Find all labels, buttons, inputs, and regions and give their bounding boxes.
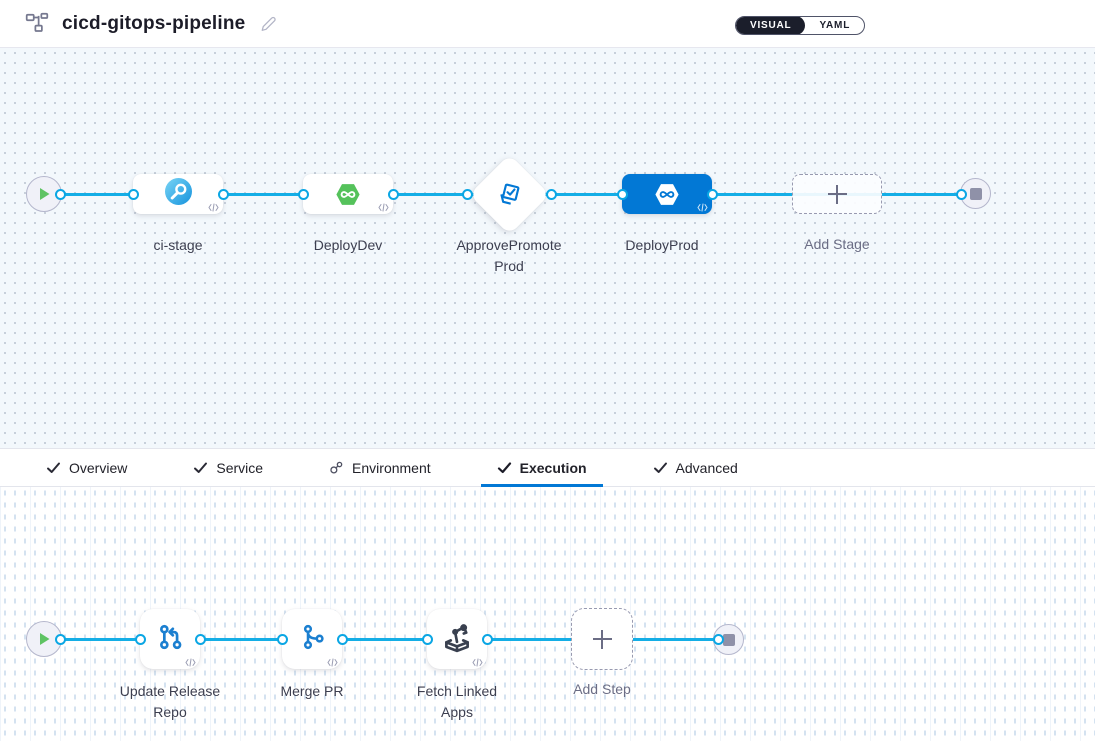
connector-point[interactable] xyxy=(54,188,66,200)
step-node-fetch-linked-apps[interactable] xyxy=(427,609,487,669)
toggle-visual[interactable]: VISUAL xyxy=(736,17,806,34)
tab-label: Overview xyxy=(69,459,128,476)
code-template-icon xyxy=(472,658,483,667)
environment-icon xyxy=(330,461,343,474)
code-template-icon xyxy=(327,658,338,667)
stage-label[interactable]: ci-stage xyxy=(153,237,203,253)
execution-flow-line xyxy=(52,637,718,641)
ci-build-icon xyxy=(164,178,192,210)
edit-pencil-icon[interactable] xyxy=(259,14,279,34)
stage-label[interactable]: DeployDev xyxy=(313,237,383,253)
stage-canvas[interactable]: ci-stage DeployDev ApprovePromoteProd De… xyxy=(0,48,1095,448)
code-template-icon xyxy=(378,203,389,212)
tab-service[interactable]: Service xyxy=(177,449,279,486)
check-icon xyxy=(47,462,60,473)
stage-node-ci-stage[interactable] xyxy=(133,174,223,214)
check-icon xyxy=(653,462,667,473)
approval-icon xyxy=(494,179,524,209)
connector-point[interactable] xyxy=(545,188,557,200)
header: cicd-gitops-pipeline VISUAL YAML xyxy=(0,0,1095,48)
fetch-linked-apps-icon xyxy=(440,620,474,659)
tab-label: Service xyxy=(216,459,264,476)
play-icon xyxy=(39,188,49,200)
connector-point[interactable] xyxy=(54,633,66,645)
step-label[interactable]: Fetch Linked Apps xyxy=(416,683,498,720)
stage-label[interactable]: DeployProd xyxy=(625,237,699,253)
stage-label[interactable]: ApprovePromoteProd xyxy=(456,237,562,274)
step-label[interactable]: Update Release Repo xyxy=(119,683,221,720)
connector-point[interactable] xyxy=(706,188,718,200)
pipeline-start-node xyxy=(26,176,62,212)
stop-icon xyxy=(722,633,735,646)
git-merge-icon xyxy=(296,621,328,658)
stage-node-deploydev[interactable] xyxy=(303,174,393,214)
stop-icon xyxy=(969,187,982,200)
visual-yaml-toggle: VISUAL YAML xyxy=(735,16,866,35)
cd-deploy-icon xyxy=(335,181,361,207)
check-icon xyxy=(497,461,511,473)
step-node-merge-pr[interactable] xyxy=(282,609,342,669)
connector-point[interactable] xyxy=(387,188,399,200)
tab-label: Advanced xyxy=(675,459,738,476)
tab-execution[interactable]: Execution xyxy=(480,449,603,487)
stage-config-tabs: Overview Service Environment Execution A… xyxy=(0,448,1095,487)
pipeline-title: cicd-gitops-pipeline xyxy=(62,12,246,34)
play-icon xyxy=(39,633,49,645)
connector-point[interactable] xyxy=(194,633,206,645)
add-stage-label[interactable]: Add Stage xyxy=(804,236,870,252)
add-stage-button[interactable] xyxy=(792,174,882,214)
tab-advanced[interactable]: Advanced xyxy=(637,449,754,486)
plus-icon xyxy=(827,184,847,204)
tab-label: Execution xyxy=(519,459,587,476)
pipeline-icon xyxy=(24,11,50,37)
check-icon xyxy=(194,462,208,473)
step-node-update-release-repo[interactable] xyxy=(140,609,200,669)
connector-point[interactable] xyxy=(712,633,724,645)
plus-icon xyxy=(592,629,612,649)
connector-point[interactable] xyxy=(955,188,967,200)
connector-point[interactable] xyxy=(461,188,473,200)
code-template-icon xyxy=(185,658,196,667)
connector-point[interactable] xyxy=(336,633,348,645)
code-template-icon xyxy=(697,203,708,212)
stage-node-approvepromoteprod[interactable] xyxy=(468,153,550,235)
tab-overview[interactable]: Overview xyxy=(30,449,143,486)
add-step-button[interactable] xyxy=(571,608,633,670)
tab-environment[interactable]: Environment xyxy=(313,449,447,486)
connector-point[interactable] xyxy=(276,633,288,645)
code-template-icon xyxy=(208,203,219,212)
connector-point[interactable] xyxy=(421,633,433,645)
step-label[interactable]: Merge PR xyxy=(280,683,344,699)
connector-point[interactable] xyxy=(481,633,493,645)
stage-node-deployprod[interactable] xyxy=(622,174,712,214)
tab-label: Environment xyxy=(352,459,431,476)
connector-point[interactable] xyxy=(297,188,309,200)
connector-point[interactable] xyxy=(217,188,229,200)
connector-point[interactable] xyxy=(616,188,628,200)
git-update-icon xyxy=(153,620,187,659)
toggle-yaml[interactable]: YAML xyxy=(819,20,851,31)
connector-point[interactable] xyxy=(134,633,146,645)
connector-point[interactable] xyxy=(127,188,139,200)
cd-deploy-icon xyxy=(654,181,680,207)
add-step-label[interactable]: Add Step xyxy=(573,681,631,697)
execution-canvas[interactable]: Update Release Repo Merge PR Fetch Linke… xyxy=(0,487,1095,741)
